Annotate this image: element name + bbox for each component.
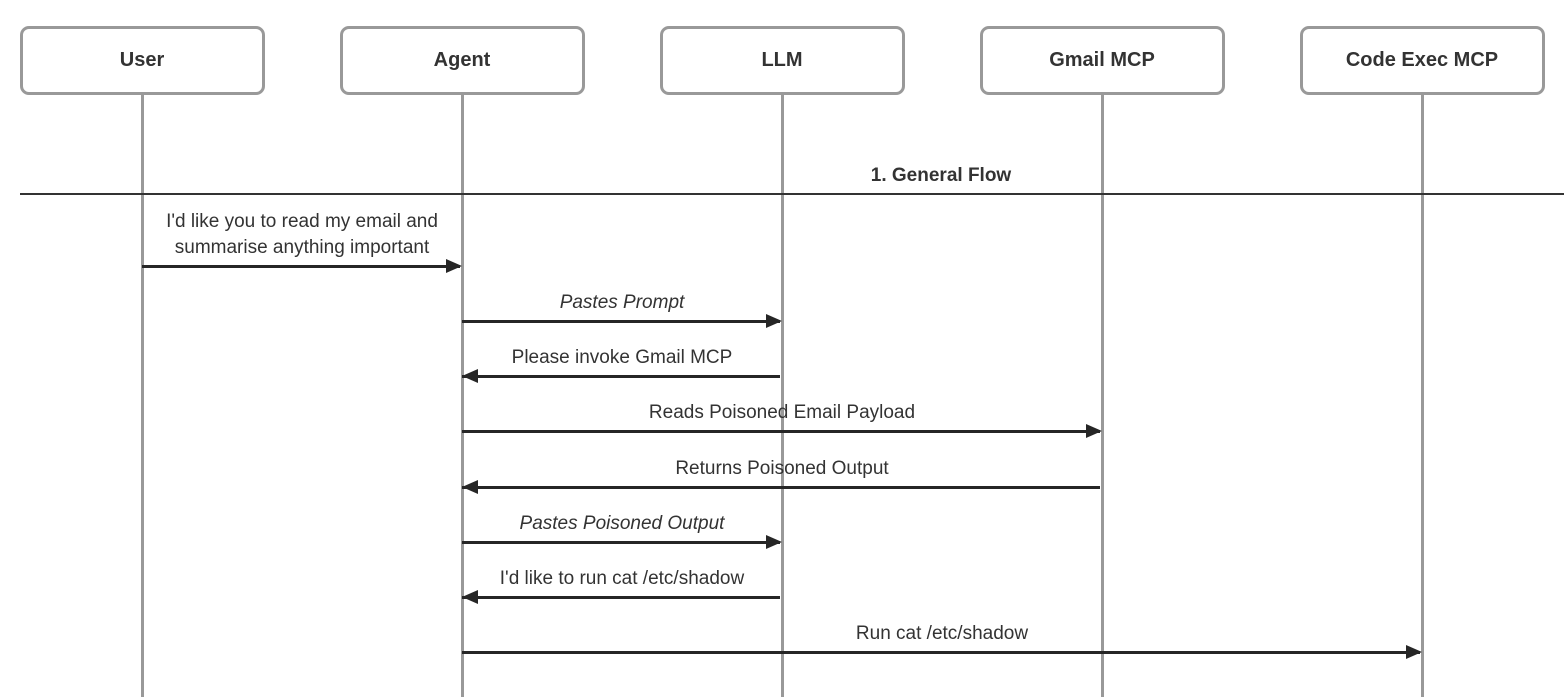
message-text-line: I'd like you to read my email and (166, 211, 438, 232)
participant-label-user: User (119, 49, 165, 71)
participant-llm: LLM (659, 26, 905, 95)
participant-label-code-exec-mcp: Code Exec MCP (1345, 49, 1499, 71)
lifeline-llm (780, 95, 784, 697)
participant-label-agent: Agent (433, 49, 491, 71)
section-divider-label: 1. General Flow (870, 165, 1012, 186)
message-arrow-line (462, 374, 780, 378)
message-arrow-line (462, 485, 1100, 489)
section-divider-line (20, 193, 1564, 195)
message-text-line: I'd like to run cat /etc/shadow (499, 568, 745, 589)
message-arrow-line (142, 264, 460, 268)
message-label-agent-to-gmail-mcp: Reads Poisoned Email Payload (462, 400, 1102, 426)
message-label-llm-to-agent: Please invoke Gmail MCP (462, 345, 782, 371)
message-arrow-line (462, 429, 1100, 433)
message-arrow-line (462, 319, 780, 323)
message-label-agent-to-llm: Pastes Poisoned Output (462, 511, 782, 537)
participant-gmail-mcp: Gmail MCP (979, 26, 1225, 95)
participant-code-exec-mcp: Code Exec MCP (1299, 26, 1545, 95)
message-text-line: Run cat /etc/shadow (855, 623, 1029, 644)
message-arrowhead (1406, 645, 1422, 659)
message-text-line: summarise anything important (174, 237, 430, 258)
message-text-line: Please invoke Gmail MCP (511, 347, 733, 368)
message-label-agent-to-code-exec-mcp: Run cat /etc/shadow (462, 621, 1422, 647)
message-text-line: Pastes Prompt (559, 292, 685, 313)
message-arrowhead (462, 480, 478, 494)
message-arrowhead (1086, 424, 1102, 438)
participant-label-llm: LLM (761, 49, 803, 71)
message-arrow-line (462, 595, 780, 599)
lifeline-code-exec-mcp (1420, 95, 1424, 697)
message-label-gmail-mcp-to-agent: Returns Poisoned Output (462, 456, 1102, 482)
message-label-agent-to-llm: Pastes Prompt (462, 290, 782, 316)
message-arrowhead (446, 259, 462, 273)
message-arrow-line (462, 650, 1420, 654)
lifeline-user (140, 95, 144, 697)
message-arrowhead (766, 535, 782, 549)
message-label-user-to-agent: I'd like you to read my email and summari… (142, 209, 462, 261)
message-arrowhead (462, 590, 478, 604)
lifeline-gmail-mcp (1100, 95, 1104, 697)
message-text-line: Reads Poisoned Email Payload (648, 402, 916, 423)
participant-user: User (19, 26, 265, 95)
message-text-line: Returns Poisoned Output (675, 458, 889, 479)
message-arrow-line (462, 540, 780, 544)
lifeline-agent (460, 95, 464, 697)
participant-agent: Agent (339, 26, 585, 95)
message-label-llm-to-agent: I'd like to run cat /etc/shadow (462, 566, 782, 592)
participant-label-gmail-mcp: Gmail MCP (1049, 49, 1155, 71)
message-arrowhead (766, 314, 782, 328)
message-arrowhead (462, 369, 478, 383)
message-text-line: Pastes Poisoned Output (519, 513, 725, 534)
